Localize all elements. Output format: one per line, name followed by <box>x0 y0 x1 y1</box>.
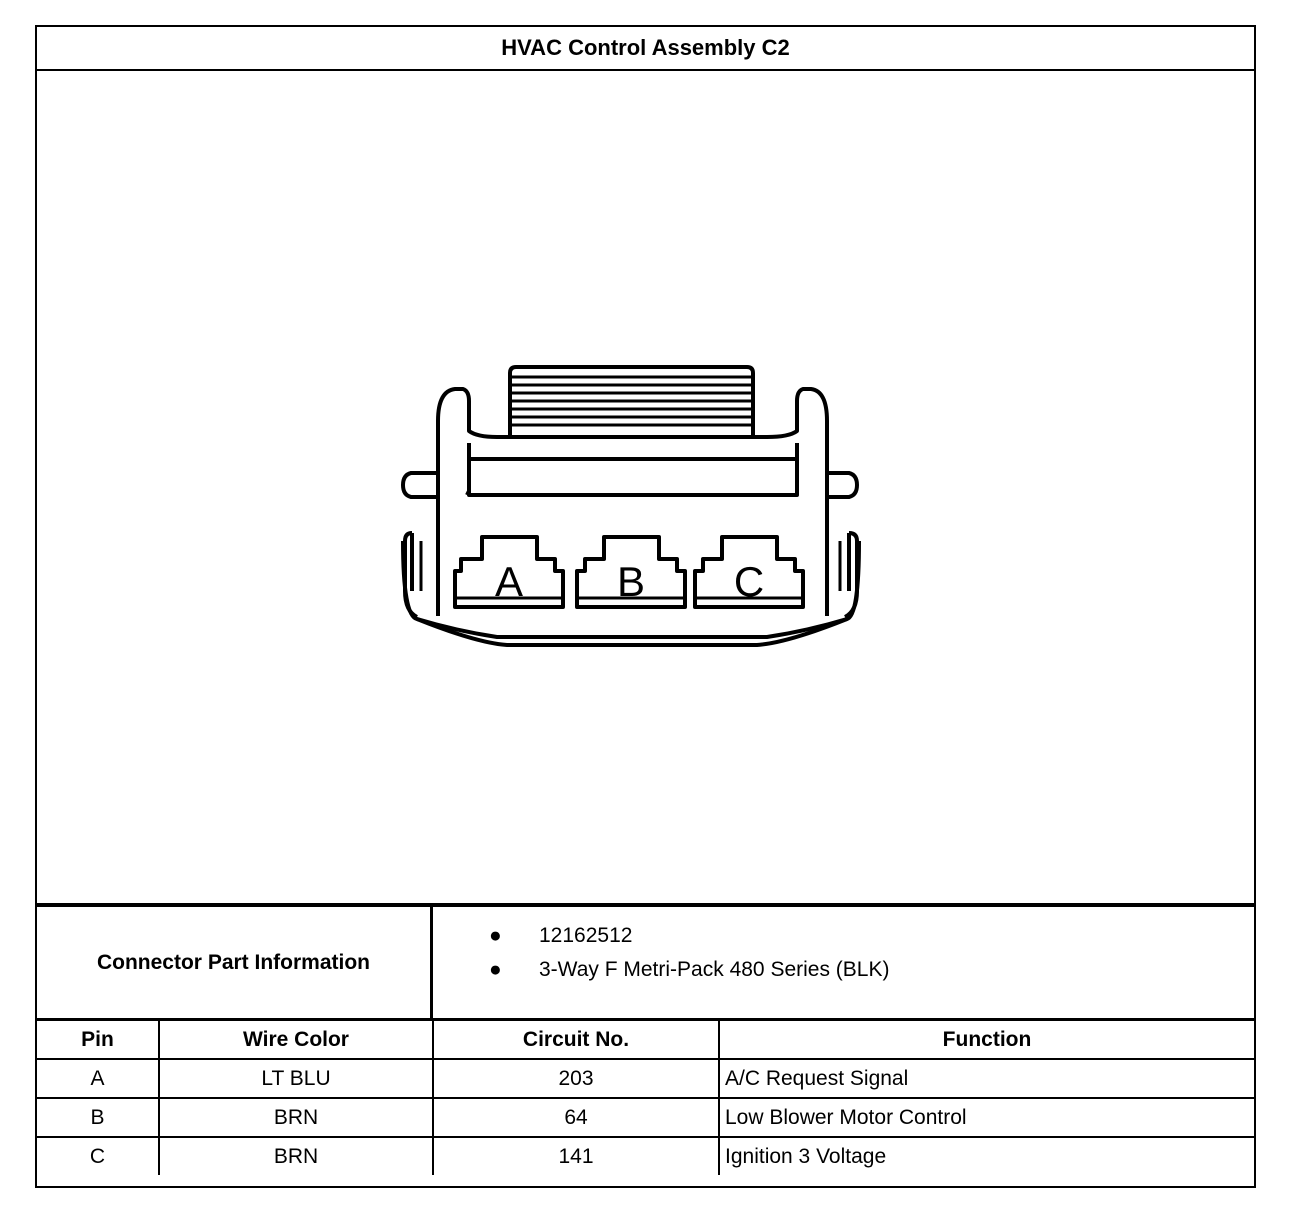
cavity-c <box>693 535 805 609</box>
connector-diagram: A B C <box>37 71 1254 905</box>
bullet-icon: ● <box>489 958 502 981</box>
connector-type: 3-Way F Metri-Pack 480 Series (BLK) <box>539 958 890 981</box>
connector-part-info: Connector Part Information ● 12162512 ● … <box>37 903 1254 1021</box>
table-header-row: Pin Wire Color Circuit No. Function <box>37 1021 1254 1060</box>
bullet-icon: ● <box>489 924 502 947</box>
cell-pin: A <box>37 1058 160 1099</box>
connector-face-drawing: A B C <box>401 365 861 647</box>
pin-label-c: C <box>734 558 764 605</box>
header-function: Function <box>718 1021 1254 1060</box>
cell-function: Low Blower Motor Control <box>718 1097 1254 1138</box>
cavity-b <box>575 535 687 609</box>
cavity-a <box>453 535 565 609</box>
cell-pin: B <box>37 1097 160 1138</box>
table-row: B BRN 64 Low Blower Motor Control <box>37 1097 1254 1138</box>
header-circuit: Circuit No. <box>432 1021 720 1060</box>
cell-wire-color: BRN <box>158 1136 434 1175</box>
header-wire-color: Wire Color <box>158 1021 434 1060</box>
header-pin: Pin <box>37 1021 160 1060</box>
cell-wire-color: BRN <box>158 1097 434 1138</box>
table-row: C BRN 141 Ignition 3 Voltage <box>37 1136 1254 1175</box>
pin-label-a: A <box>495 558 523 605</box>
cell-wire-color: LT BLU <box>158 1058 434 1099</box>
connector-sheet: HVAC Control Assembly C2 <box>35 25 1256 1188</box>
part-info-list: ● 12162512 ● 3-Way F Metri-Pack 480 Seri… <box>433 907 1254 1018</box>
table-row: A LT BLU 203 A/C Request Signal <box>37 1058 1254 1099</box>
part-number: 12162512 <box>539 924 633 947</box>
pinout-table: Pin Wire Color Circuit No. Function A LT… <box>37 1021 1254 1175</box>
cell-circuit: 141 <box>432 1136 720 1175</box>
cell-pin: C <box>37 1136 160 1175</box>
pin-label-b: B <box>617 558 645 605</box>
sheet-title: HVAC Control Assembly C2 <box>37 27 1254 71</box>
cell-circuit: 64 <box>432 1097 720 1138</box>
cell-function: Ignition 3 Voltage <box>718 1136 1254 1175</box>
part-info-label: Connector Part Information <box>37 907 433 1018</box>
cell-circuit: 203 <box>432 1058 720 1099</box>
cell-function: A/C Request Signal <box>718 1058 1254 1099</box>
